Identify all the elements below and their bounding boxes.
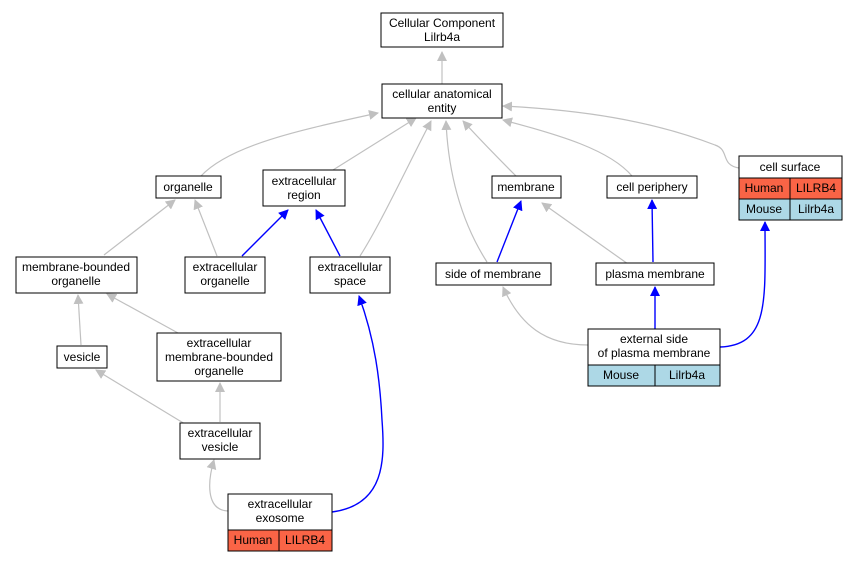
node-label: extracellular bbox=[248, 497, 313, 511]
node-label: Cellular Component bbox=[389, 16, 496, 30]
edge-ecmbo-mbo bbox=[106, 293, 179, 334]
edge-cellper-cae bbox=[502, 117, 633, 177]
edge-extside-sideofmem bbox=[502, 286, 589, 346]
species-cell-mouse: Mouse bbox=[603, 368, 639, 382]
edge-plasma-cellper bbox=[647, 199, 658, 263]
node-cell-surface[interactable]: cell surface Human LILRB4 Mouse Lilrb4a bbox=[738, 155, 843, 221]
node-extracellular-vesicle[interactable]: extracellular vesicle bbox=[179, 422, 261, 460]
node-label: plasma membrane bbox=[605, 267, 705, 281]
node-extracellular-exosome[interactable]: extracellular exosome Human LILRB4 bbox=[227, 493, 333, 552]
species-cell-human: Human bbox=[745, 181, 784, 195]
edge-extside-cellsurf bbox=[719, 221, 771, 348]
edge-vesicle-mbo bbox=[73, 294, 84, 346]
node-label: exosome bbox=[256, 511, 305, 525]
node-root[interactable]: Cellular Component Lilrb4a bbox=[380, 12, 504, 48]
node-extracellular-space[interactable]: extracellular space bbox=[309, 256, 391, 294]
node-plasma-membrane[interactable]: plasma membrane bbox=[595, 262, 715, 286]
edge-membrane-cae bbox=[462, 120, 517, 177]
gene-cell-mouse: Lilrb4a bbox=[669, 368, 705, 382]
edge-sideofmem-cae bbox=[441, 120, 488, 263]
gene-cell-mouse: Lilrb4a bbox=[798, 202, 834, 216]
node-label: Lilrb4a bbox=[424, 30, 460, 44]
node-label: organelle bbox=[163, 180, 213, 194]
node-label: extracellular bbox=[272, 174, 337, 188]
node-label: extracellular bbox=[188, 426, 253, 440]
node-external-side-of-plasma-membrane[interactable]: external side of plasma membrane Mouse L… bbox=[587, 328, 721, 387]
node-extracellular-region[interactable]: extracellular region bbox=[262, 169, 346, 207]
edge-eco-organelle bbox=[193, 199, 218, 257]
edge-eco-ecr bbox=[241, 209, 289, 257]
edge-ecv-vesicle bbox=[95, 369, 186, 425]
node-label: of plasma membrane bbox=[598, 346, 711, 360]
node-label: membrane-bounded bbox=[165, 350, 273, 364]
edge-exosome-ecv bbox=[206, 459, 229, 512]
gene-cell-human: LILRB4 bbox=[796, 181, 836, 195]
species-cell-human: Human bbox=[234, 533, 273, 547]
node-label: cell periphery bbox=[616, 180, 687, 194]
node-label: membrane-bounded bbox=[22, 260, 130, 274]
edge-organelle-cae bbox=[200, 110, 379, 177]
node-extracellular-organelle[interactable]: extracellular organelle bbox=[184, 256, 266, 294]
species-cell-mouse: Mouse bbox=[746, 202, 782, 216]
node-vesicle[interactable]: vesicle bbox=[56, 345, 108, 369]
node-cell-periphery[interactable]: cell periphery bbox=[606, 175, 698, 199]
node-membrane-bounded-organelle[interactable]: membrane-bounded organelle bbox=[15, 256, 138, 294]
node-label: vesicle bbox=[202, 440, 239, 454]
edge-plasma-membrane bbox=[541, 202, 629, 265]
edge-cellsurf-cae bbox=[502, 101, 740, 169]
node-membrane[interactable]: membrane bbox=[491, 175, 562, 199]
node-label: organelle bbox=[51, 274, 101, 288]
node-label: extracellular bbox=[193, 260, 258, 274]
edge-mbo-organelle bbox=[103, 199, 176, 256]
node-label: region bbox=[287, 188, 320, 202]
edge-ecs-cae bbox=[359, 120, 432, 257]
node-label: cellular anatomical bbox=[392, 87, 491, 101]
node-label: external side bbox=[620, 332, 688, 346]
edge-sideofmem-membrane bbox=[496, 200, 523, 263]
node-label: cell surface bbox=[760, 160, 821, 174]
gene-cell-human: LILRB4 bbox=[285, 533, 325, 547]
node-organelle[interactable]: organelle bbox=[155, 175, 222, 199]
edge-ecr-cae bbox=[332, 117, 417, 171]
node-label: side of membrane bbox=[445, 267, 541, 281]
node-extracellular-membrane-bounded-organelle[interactable]: extracellular membrane-bounded organelle bbox=[156, 332, 282, 382]
node-label: entity bbox=[428, 101, 457, 115]
node-label: space bbox=[334, 274, 366, 288]
edge-ecs-ecr bbox=[315, 209, 341, 257]
node-label: extracellular bbox=[318, 260, 383, 274]
node-label: vesicle bbox=[64, 350, 101, 364]
node-label: organelle bbox=[194, 364, 244, 378]
edges bbox=[73, 51, 771, 513]
node-label: extracellular bbox=[187, 336, 252, 350]
node-label: membrane bbox=[497, 180, 555, 194]
node-cellular-anatomical-entity[interactable]: cellular anatomical entity bbox=[381, 83, 503, 119]
node-side-of-membrane[interactable]: side of membrane bbox=[435, 262, 552, 286]
node-label: organelle bbox=[200, 274, 250, 288]
edge-exosome-ecs bbox=[331, 295, 384, 513]
